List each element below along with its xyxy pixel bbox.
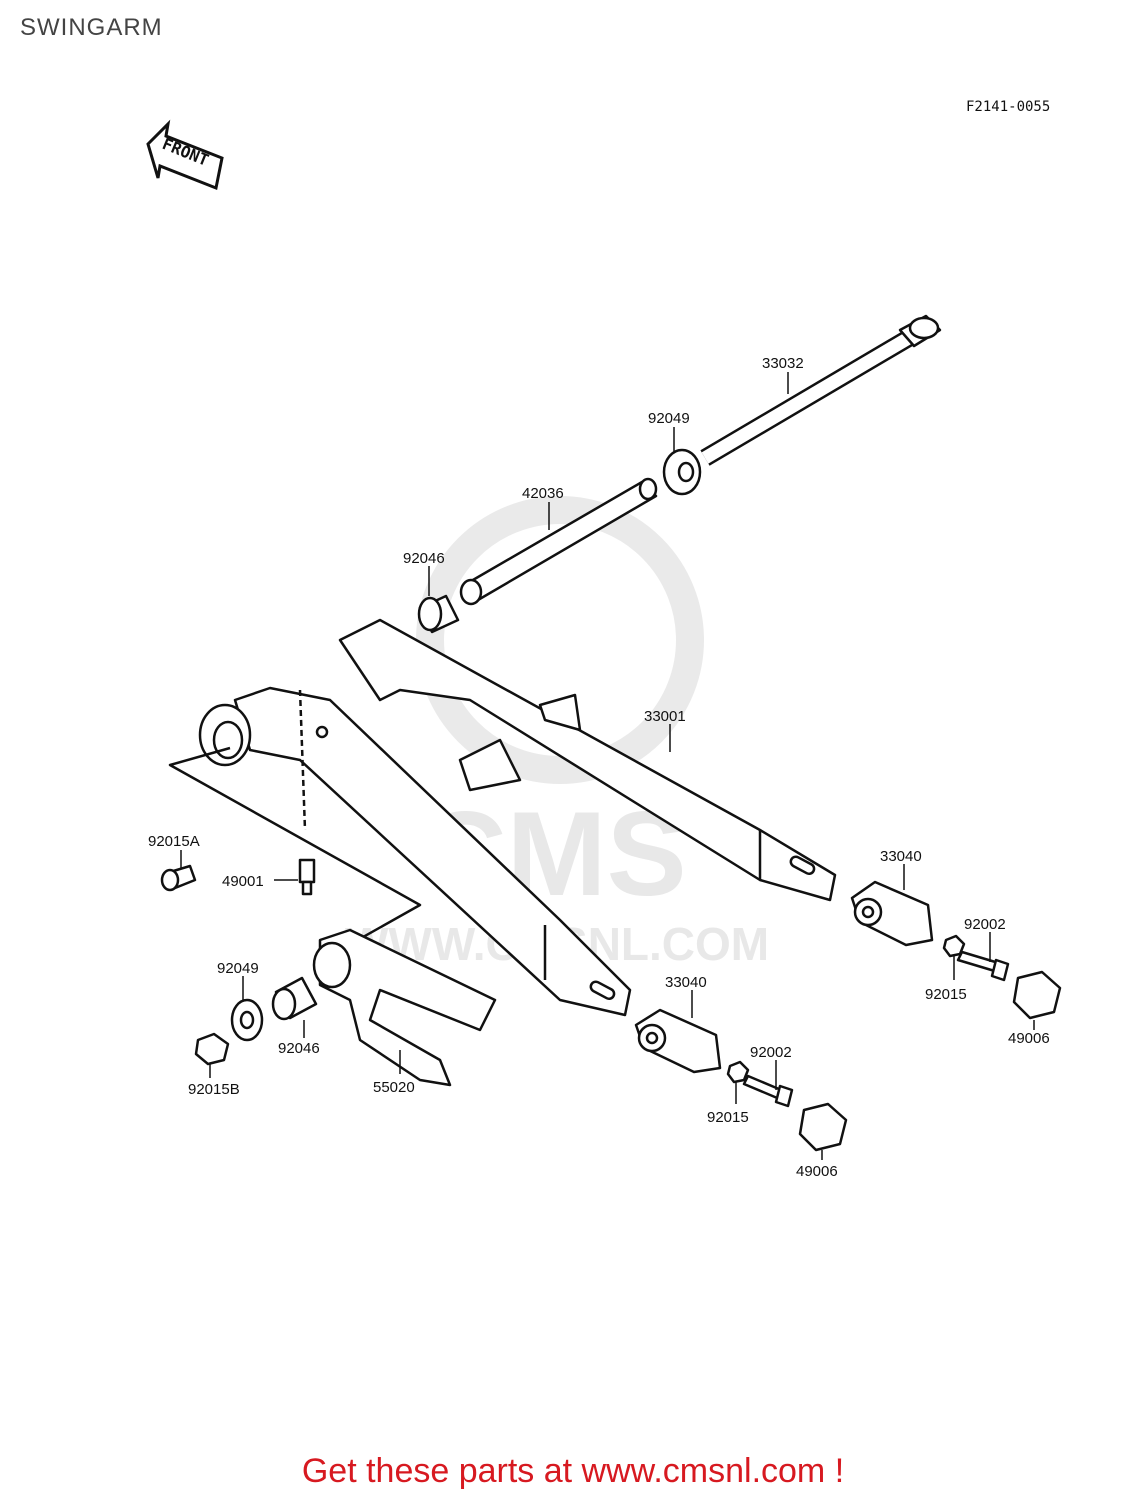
label-33001[interactable]: 33001 (644, 708, 686, 725)
part-labels: 33032 92049 42036 92046 33001 92015A 490… (148, 355, 1050, 1180)
label-92015B[interactable]: 92015B (188, 1081, 240, 1098)
label-49006-right[interactable]: 49006 (1008, 1030, 1050, 1047)
label-33032[interactable]: 33032 (762, 355, 804, 372)
figure-code: F2141-0055 (966, 99, 1051, 115)
leader-lines (180, 372, 1035, 1160)
label-92049-left[interactable]: 92049 (217, 960, 259, 977)
nut-92015-center (726, 1060, 750, 1084)
promo-link[interactable]: Get these parts at www.cmsnl.com ! (301, 1452, 845, 1490)
bolt-92002-center (742, 1074, 794, 1108)
promo-banner[interactable]: Get these parts at www.cmsnl.com ! (0, 1452, 1146, 1491)
bolt-92015A (160, 864, 197, 892)
bearing-92046-top (417, 594, 460, 634)
collar-92049-left (230, 998, 264, 1042)
label-92015-right[interactable]: 92015 (925, 986, 967, 1003)
label-92046-left[interactable]: 92046 (278, 1040, 320, 1057)
label-92002-center[interactable]: 92002 (750, 1044, 792, 1061)
nut-49006-right (1012, 970, 1062, 1020)
grease-nipple-49001 (298, 858, 316, 896)
label-33040-center[interactable]: 33040 (665, 974, 707, 991)
nut-49006-center (798, 1102, 848, 1152)
adjuster-33040-right (850, 880, 934, 947)
label-92046-top[interactable]: 92046 (403, 550, 445, 567)
label-33040-right[interactable]: 33040 (880, 848, 922, 865)
collar-92049-top (662, 448, 702, 496)
label-42036[interactable]: 42036 (522, 485, 564, 502)
nut-92015-right (942, 934, 966, 958)
swingarm-33001 (198, 618, 837, 1017)
chain-guide-55020 (312, 928, 497, 1087)
adjuster-33040-center (634, 1008, 722, 1074)
label-55020[interactable]: 55020 (373, 1079, 415, 1096)
label-49006-center[interactable]: 49006 (796, 1163, 838, 1180)
nut-92015B (194, 1032, 230, 1066)
label-92015A[interactable]: 92015A (148, 833, 200, 850)
label-92002-right[interactable]: 92002 (964, 916, 1006, 933)
swingarm-diagram: CMS WWW.CMSNL.COM FRONT (146, 119, 1062, 1180)
page-title: SWINGARM (20, 14, 163, 41)
label-49001[interactable]: 49001 (222, 873, 264, 890)
label-92049-top[interactable]: 92049 (648, 410, 690, 427)
bolt-92002-right (956, 950, 1010, 982)
bearing-92046-left (271, 976, 318, 1021)
axle-33032 (700, 314, 942, 466)
sleeve-42036 (459, 477, 658, 606)
bracket-lines (168, 746, 422, 952)
front-arrow: FRONT (146, 119, 224, 191)
label-92015-center[interactable]: 92015 (707, 1109, 749, 1126)
